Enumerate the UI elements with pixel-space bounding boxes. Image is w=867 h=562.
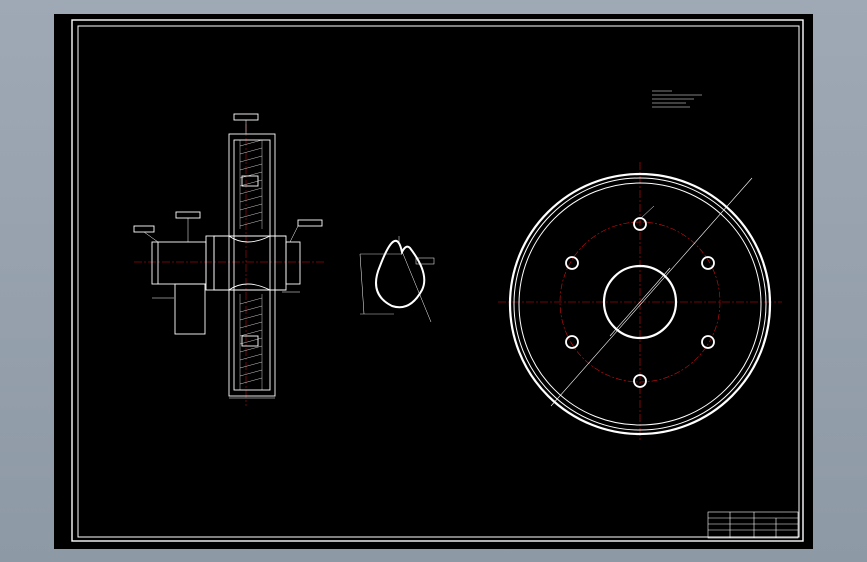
cam-tolerance-frame [415,257,435,265]
center-bore [602,264,678,340]
lower-web-hatch [239,294,263,390]
diameter-dimension [550,177,753,407]
bolt-hole-6 [565,256,579,270]
technical-notes [652,90,702,108]
right-shaft-end [285,241,301,285]
left-shaft [151,241,207,285]
tolerance-frame-mid [175,211,201,219]
inner-border [77,25,800,538]
drawing-sheet [71,19,804,542]
rim-outer [508,172,772,436]
cam-profile-view[interactable] [359,236,435,323]
upper-web-hatch [239,139,263,229]
wheel-front-view[interactable] [498,90,782,442]
web-hole-upper [241,175,259,187]
cam-leader [398,243,432,323]
cam-profile [375,239,426,309]
rim-inner [518,182,762,426]
gear-section-view[interactable] [133,113,324,406]
hub-fillet-top [228,235,271,243]
bolt-hole-3 [701,335,715,349]
bolt-holes [565,217,715,388]
bore-dimension [609,267,671,337]
bolt-circle [559,221,721,383]
cam-height-dim [359,253,365,315]
keyway-block [174,283,206,335]
gear-rim-inner [233,139,271,391]
tolerance-frame-top [233,113,259,121]
hub-fillet-bottom [228,283,271,291]
web-hole-lower [241,335,259,347]
title-block [707,511,799,539]
tolerance-frame-left [133,225,155,233]
shoulder [205,235,215,291]
bolt-hole-5 [565,335,579,349]
bolt-hole-4 [633,374,647,388]
gear-rim [228,133,276,397]
cad-viewport[interactable] [54,14,813,549]
tolerance-frame-right [297,219,323,227]
outer-border [71,19,804,542]
rim-second [513,177,767,431]
bolt-hole-2 [701,256,715,270]
bolt-hole-1 [633,217,647,231]
